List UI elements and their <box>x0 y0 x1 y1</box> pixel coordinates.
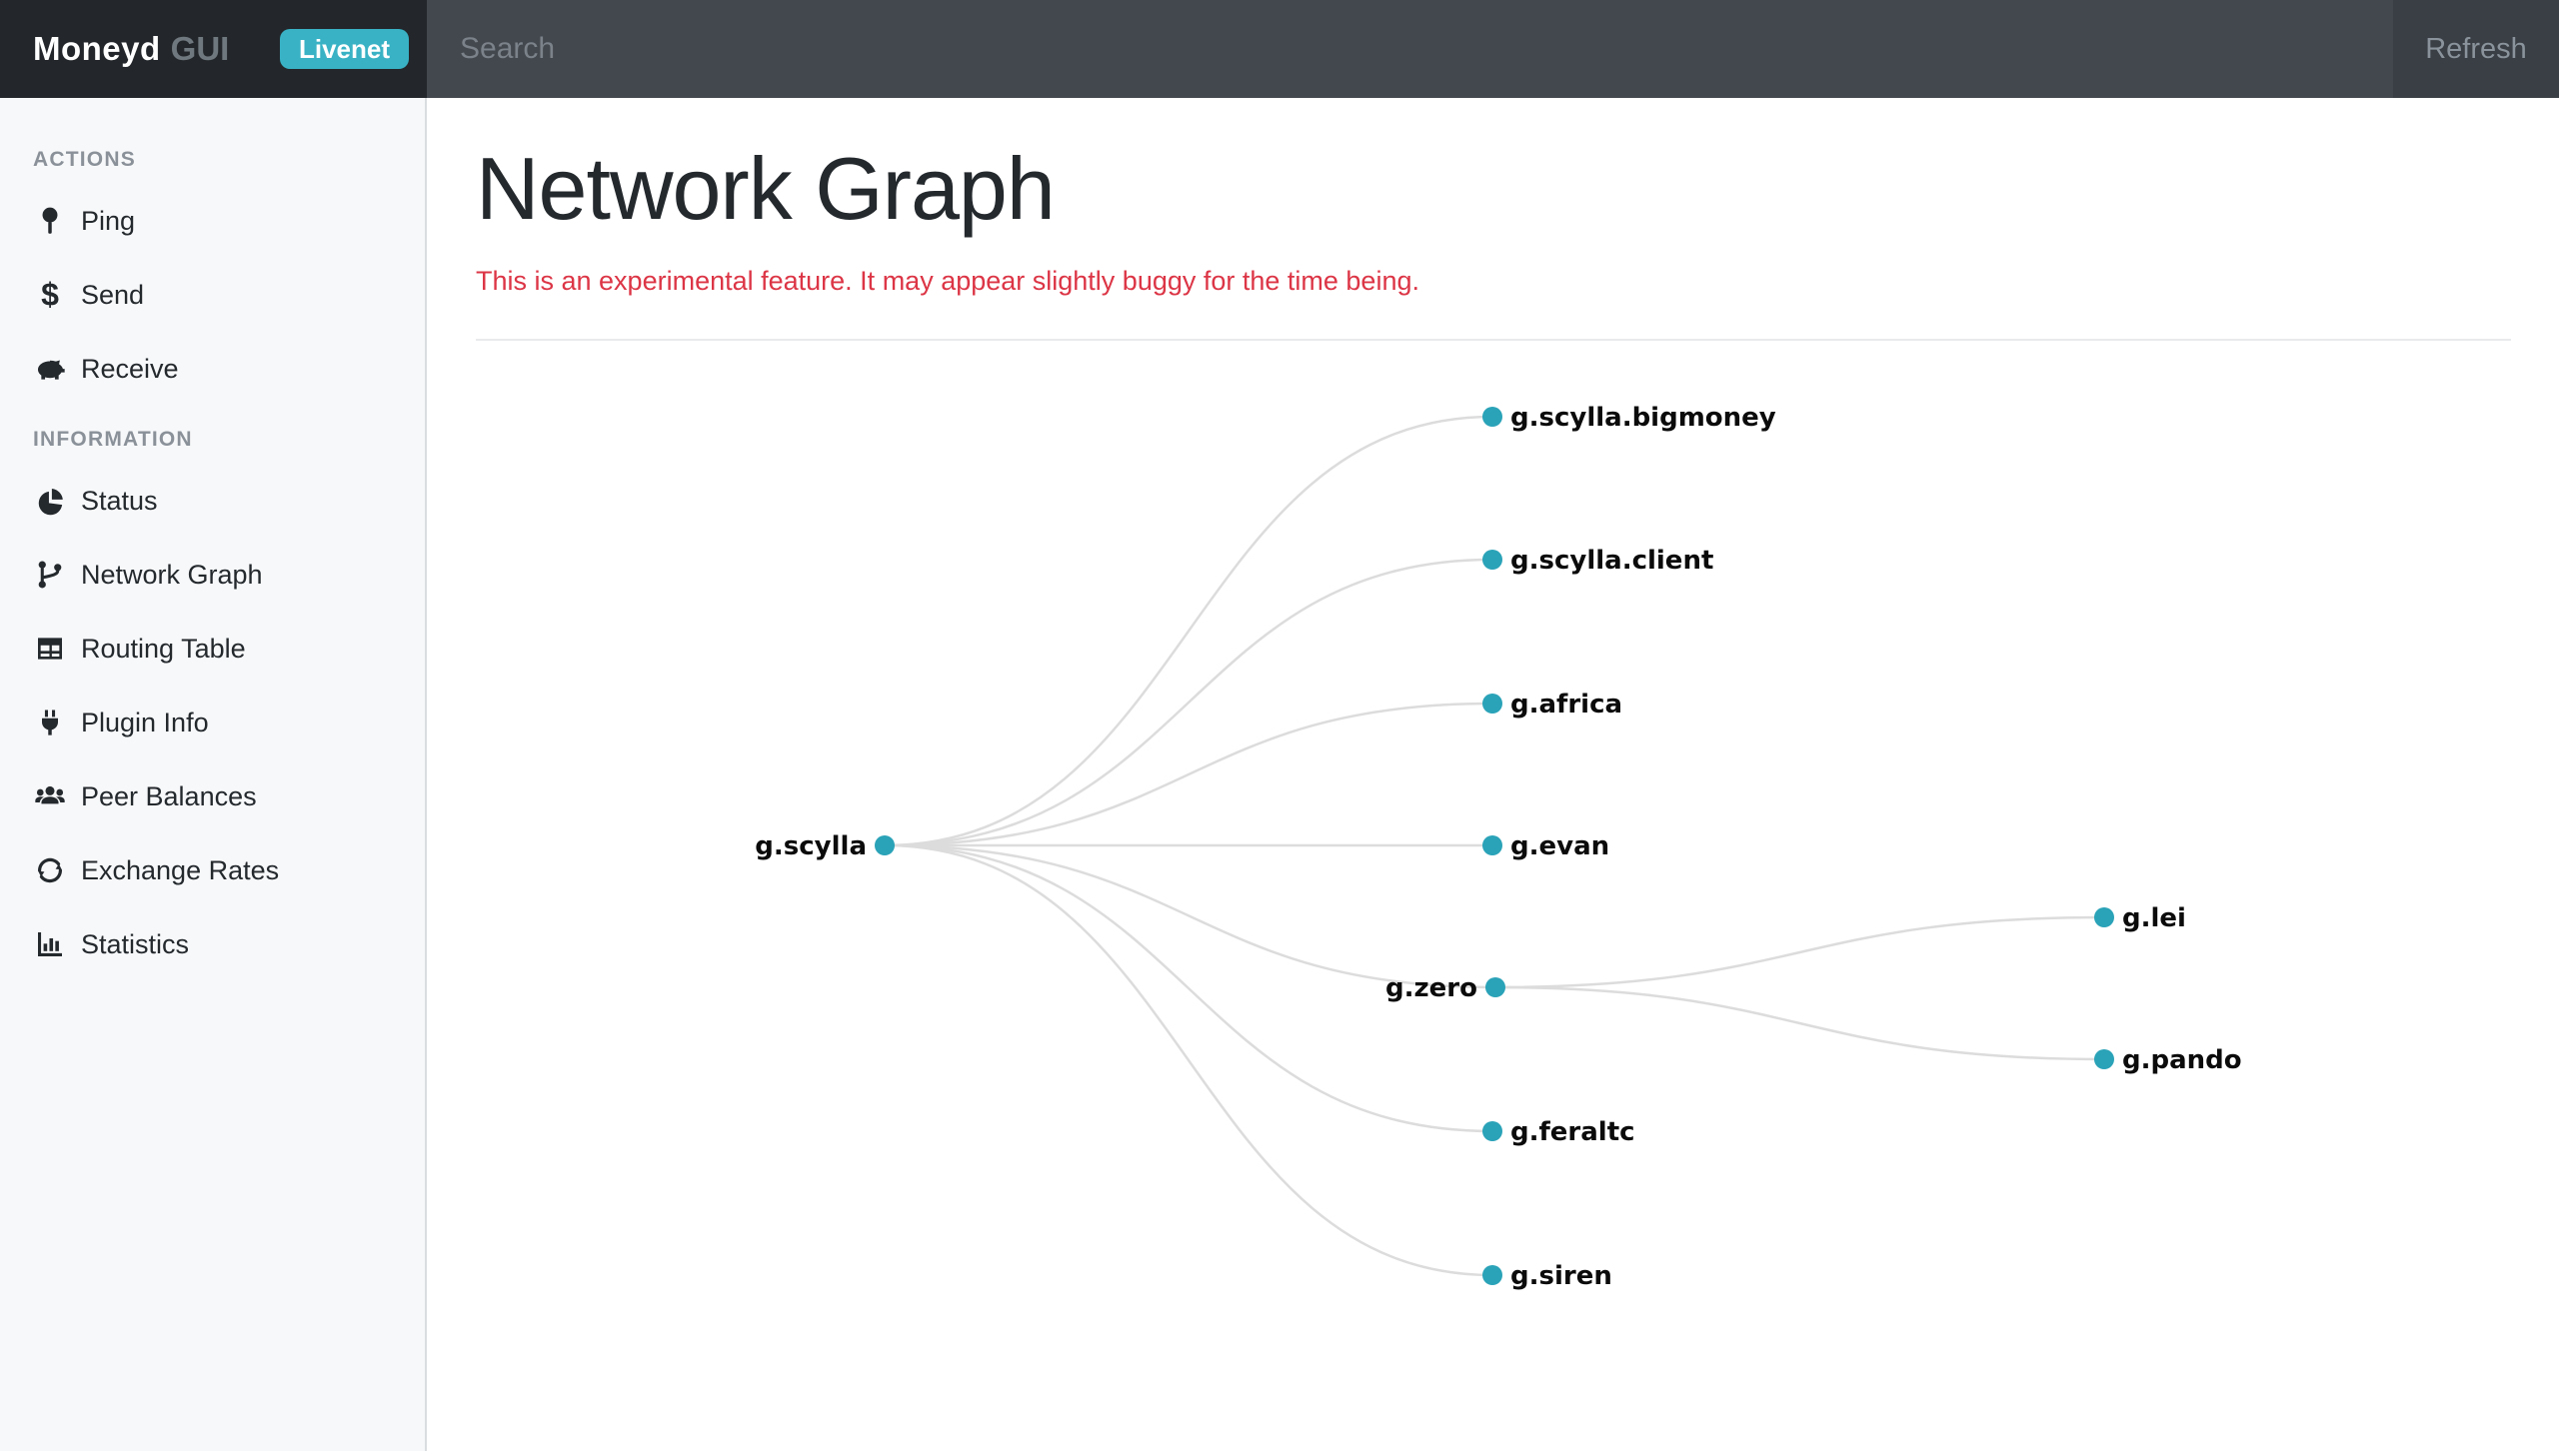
sidebar-item-peer-balances[interactable]: Peer Balances <box>0 759 425 833</box>
sidebar-item-send[interactable]: $ Send <box>0 258 425 332</box>
chart-bar-icon <box>38 932 62 956</box>
graph-edge-g.scylla-g.africa <box>884 702 1493 847</box>
users-icon <box>35 785 65 804</box>
app-name: Moneyd <box>33 30 161 67</box>
dollar-sign-icon: $ <box>33 278 67 312</box>
plug-icon <box>33 706 67 739</box>
sidebar-item-label: Network Graph <box>81 559 263 590</box>
search-bar <box>427 0 2393 98</box>
graph-node-label-g.feraltc: g.feraltc <box>1510 1117 1635 1147</box>
graph-node-g.scylla.client[interactable] <box>1482 550 1502 570</box>
code-branch-icon <box>33 558 67 592</box>
network-graph-canvas: g.scylla g.scylla.bigmoney g.scylla.client… <box>429 310 2559 1451</box>
sidebar: Actions Ping $ Send Receive Information … <box>0 98 427 1451</box>
table-icon <box>38 638 62 660</box>
sidebar-item-label: Status <box>81 485 158 516</box>
experimental-warning: This is an experimental feature. It may … <box>476 266 1419 296</box>
sidebar-item-plugin-info[interactable]: Plugin Info <box>0 686 425 759</box>
search-input[interactable] <box>427 0 2393 98</box>
piggy-bank-icon <box>38 360 65 380</box>
graph-node-label-g.lei: g.lei <box>2122 903 2186 933</box>
network-graph-svg: g.scylla g.scylla.bigmoney g.scylla.client… <box>755 403 2242 1291</box>
map-pin-icon <box>42 207 58 234</box>
svg-text:$: $ <box>41 279 59 311</box>
graph-node-g.siren[interactable] <box>1482 1265 1502 1285</box>
sidebar-section: Information Status Network Graph Routing… <box>0 428 425 981</box>
sidebar-item-exchange-rates[interactable]: Exchange Rates <box>0 833 425 907</box>
sidebar-item-ping[interactable]: Ping <box>0 184 425 258</box>
graph-node-label-g.scylla: g.scylla <box>755 831 867 861</box>
app-name-suffix: GUI <box>170 30 230 67</box>
chart-pie-icon <box>38 489 63 516</box>
graph-edge-g.scylla-g.siren <box>884 843 1493 1277</box>
sidebar-item-label: Send <box>81 279 145 310</box>
map-pin-icon <box>33 204 67 238</box>
graph-node-label-g.scylla.client: g.scylla.client <box>1510 546 1713 576</box>
code-branch-icon <box>38 561 62 589</box>
brand-area: Moneyd GUI Livenet <box>0 0 427 98</box>
sync-icon <box>37 857 63 883</box>
graph-node-label-g.pando: g.pando <box>2122 1045 2242 1075</box>
sidebar-item-label: Receive <box>81 353 179 384</box>
sidebar-item-label: Peer Balances <box>81 780 257 811</box>
users-icon <box>33 779 67 813</box>
graph-node-g.africa[interactable] <box>1482 694 1502 714</box>
dollar-sign-icon: $ <box>41 279 59 311</box>
graph-node-label-g.scylla.bigmoney: g.scylla.bigmoney <box>1510 403 1776 433</box>
graph-node-label-g.zero: g.zero <box>1385 973 1477 1003</box>
piggy-bank-icon <box>33 352 67 386</box>
table-icon <box>33 632 67 666</box>
sidebar-section-header: Actions <box>33 148 136 171</box>
sidebar-item-statistics[interactable]: Statistics <box>0 907 425 981</box>
graph-node-g.feraltc[interactable] <box>1482 1121 1502 1141</box>
sidebar-item-label: Routing Table <box>81 633 246 664</box>
chart-bar-icon <box>33 927 67 961</box>
graph-node-label-g.siren: g.siren <box>1510 1261 1612 1291</box>
graph-node-g.scylla.bigmoney[interactable] <box>1482 407 1502 427</box>
sidebar-section: Actions Ping $ Send Receive <box>0 148 425 406</box>
plug-icon <box>41 710 59 735</box>
sidebar-item-network-graph[interactable]: Network Graph <box>0 538 425 612</box>
graph-edge-g.zero-g.pando <box>1494 985 2105 1061</box>
graph-edge-g.zero-g.lei <box>1494 915 2105 989</box>
graph-node-g.scylla[interactable] <box>875 835 895 855</box>
sidebar-item-label: Plugin Info <box>81 707 209 737</box>
sync-icon <box>33 853 67 887</box>
graph-node-g.pando[interactable] <box>2094 1049 2114 1069</box>
divider <box>476 339 2511 341</box>
sidebar-item-routing-table[interactable]: Routing Table <box>0 612 425 686</box>
graph-edge-g.scylla-g.zero <box>884 843 1496 989</box>
sidebar-item-label: Ping <box>81 205 136 236</box>
chart-pie-icon <box>33 484 67 518</box>
graph-edge-g.scylla-g.scylla.bigmoney <box>884 415 1493 847</box>
main-content: Network Graph This is an experimental fe… <box>429 98 2559 1451</box>
refresh-button[interactable]: Refresh <box>2393 0 2559 98</box>
page-title: Network Graph <box>476 139 1056 238</box>
sidebar-item-label: Exchange Rates <box>81 854 280 885</box>
top-bar: Moneyd GUI Livenet Refresh <box>0 0 2559 98</box>
livenet-badge: Livenet <box>279 29 409 69</box>
graph-node-g.evan[interactable] <box>1482 835 1502 855</box>
sidebar-section-header: Information <box>33 428 193 451</box>
graph-node-g.lei[interactable] <box>2094 907 2114 927</box>
sidebar-item-label: Statistics <box>81 928 190 959</box>
graph-edge-g.scylla-g.scylla.client <box>884 558 1493 847</box>
graph-node-g.zero[interactable] <box>1485 977 1505 997</box>
sidebar-item-status[interactable]: Status <box>0 464 425 538</box>
graph-node-label-g.evan: g.evan <box>1510 831 1609 861</box>
graph-node-label-g.africa: g.africa <box>1510 690 1622 720</box>
sidebar-item-receive[interactable]: Receive <box>0 332 425 406</box>
graph-edge-g.scylla-g.feraltc <box>884 843 1493 1133</box>
